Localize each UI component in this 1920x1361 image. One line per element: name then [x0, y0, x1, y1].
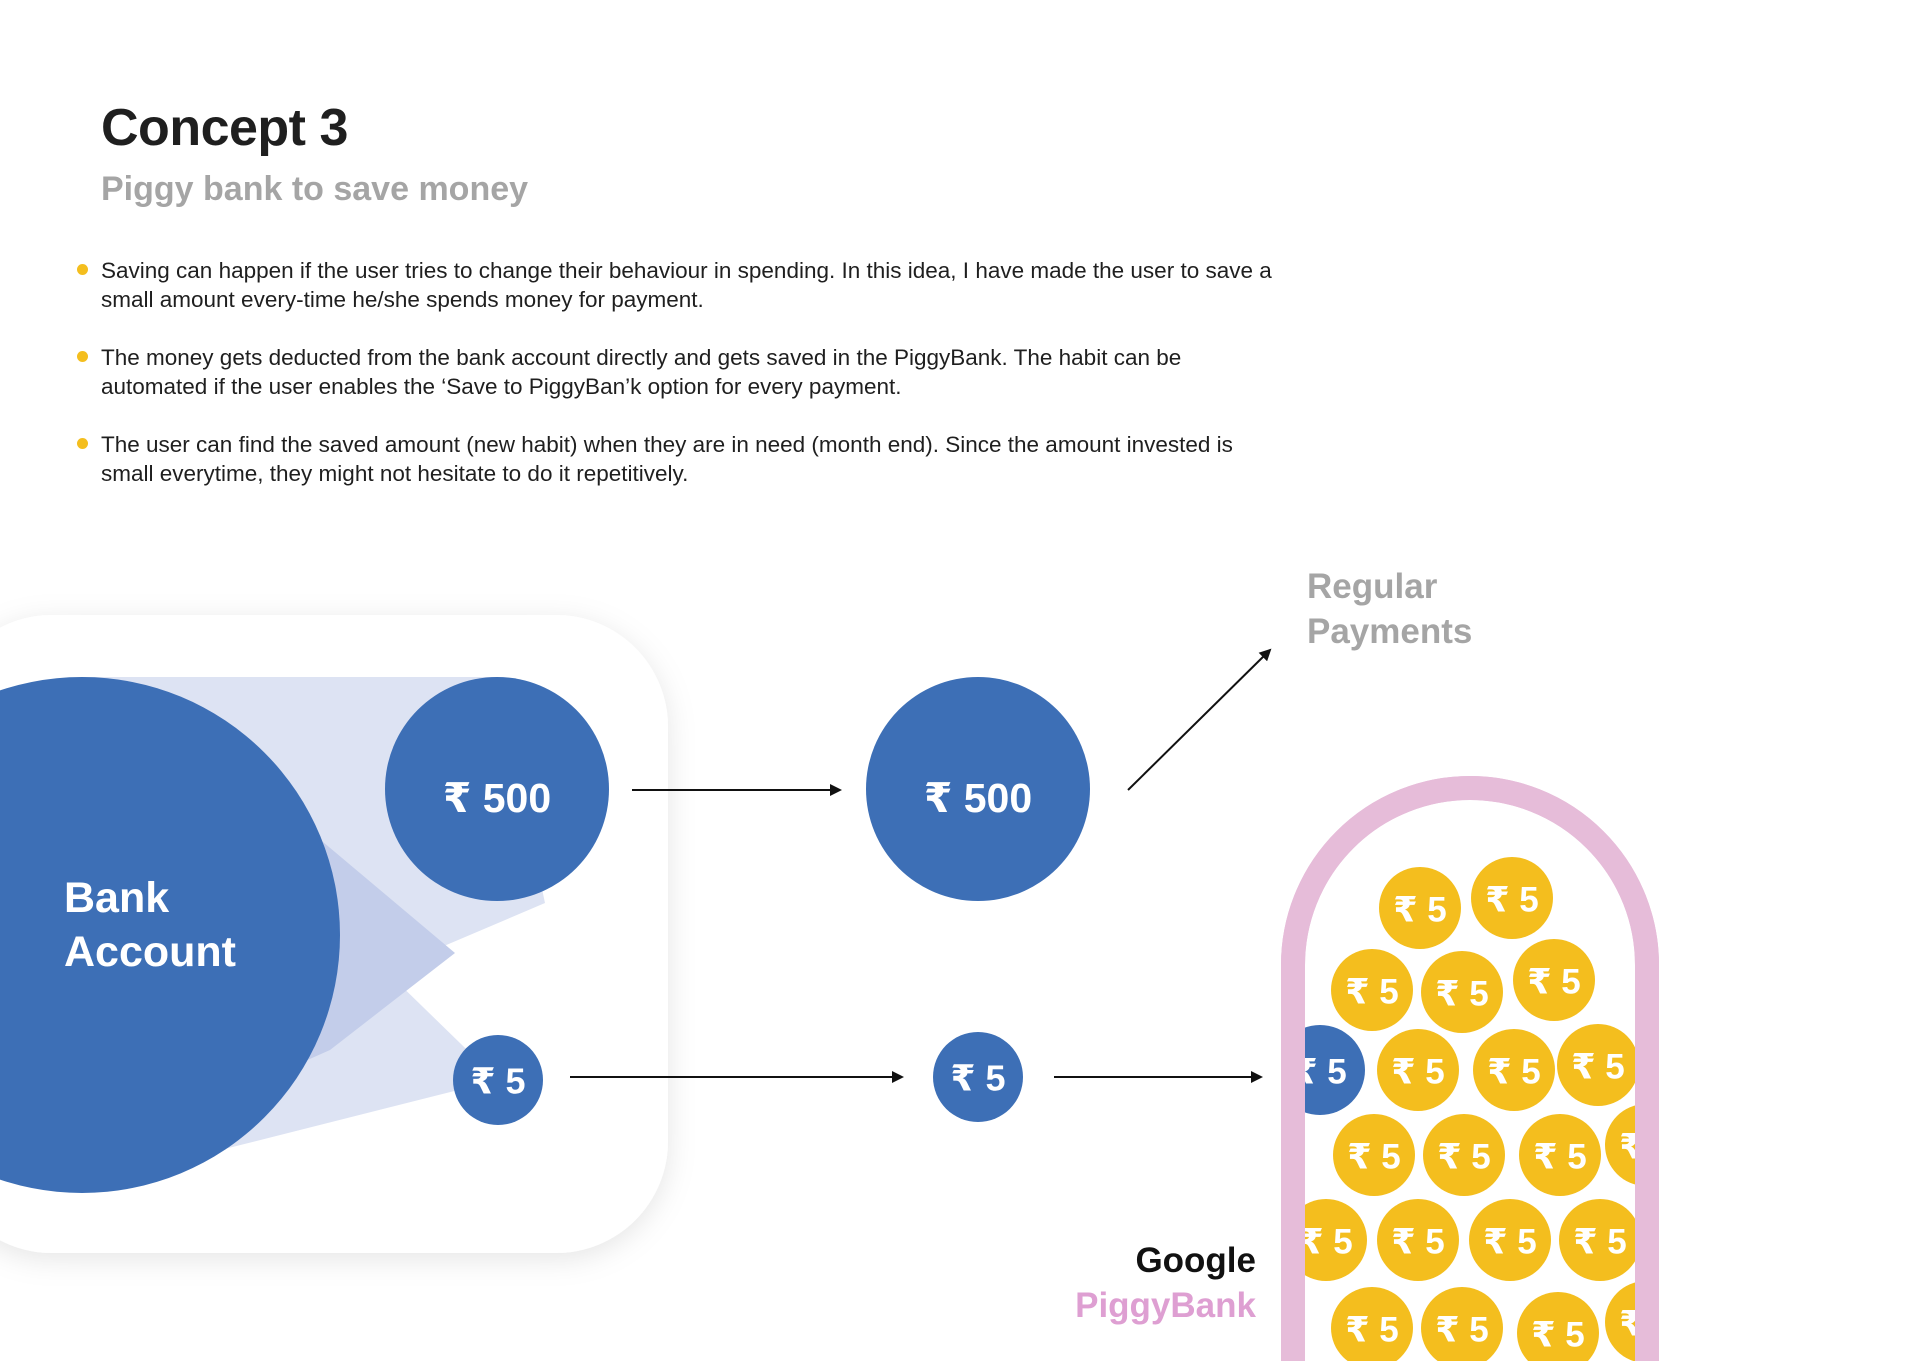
payment-transfer-label: ₹ 500 — [924, 775, 1032, 821]
piggybank-name: PiggyBank — [1075, 1286, 1256, 1325]
bank-label-line1: Bank — [64, 874, 169, 922]
bullet-text: The money gets deducted from the bank ac… — [101, 345, 1182, 399]
coin-label: ₹ 5 — [1435, 1310, 1489, 1349]
coin: ₹ 5 — [1473, 1029, 1555, 1111]
coin: ₹ 5 — [1293, 1199, 1367, 1281]
coin-label: ₹ 5 — [1345, 1310, 1399, 1349]
saving-transfer-label: ₹ 5 — [950, 1058, 1005, 1099]
coin: ₹ 5 — [1421, 1287, 1503, 1361]
saving-transfer-circle — [933, 1032, 1023, 1122]
coin-label: ₹ 5 — [1487, 1052, 1541, 1091]
coin-label: ₹ 5 — [1391, 1222, 1445, 1261]
coin: ₹ 5 — [1557, 1024, 1639, 1106]
regular-payments-line1: Regular — [1307, 567, 1438, 606]
coin-label: ₹ 5 — [1571, 1047, 1625, 1086]
regular-payments-arrow — [1127, 648, 1272, 791]
coin: ₹ 5 — [1331, 1287, 1413, 1361]
page-title: Concept 3 — [101, 99, 348, 157]
saving-amount-circle — [453, 1035, 543, 1125]
coin: ₹ 5 — [1377, 1029, 1459, 1111]
coin-label: ₹ 5 — [1437, 1137, 1491, 1176]
piggybank-brand: Google — [1135, 1241, 1256, 1280]
bullet-text: The user can find the saved amount (new … — [101, 432, 1233, 486]
bullet-item: Saving can happen if the user tries to c… — [77, 256, 1291, 314]
coin: ₹ 5 — [1559, 1199, 1641, 1281]
bullet-list: Saving can happen if the user tries to c… — [77, 256, 1301, 517]
bullet-dot-icon — [77, 351, 88, 362]
coin: ₹ 5 — [1469, 1199, 1551, 1281]
saving-amount-label: ₹ 5 — [470, 1061, 525, 1102]
regular-payments-line2: Payments — [1307, 612, 1472, 651]
piggybank-jar-border — [1281, 776, 1659, 1361]
payment-transfer-circle — [866, 677, 1090, 901]
coin-label: ₹ 5 — [1347, 1137, 1401, 1176]
coin-label: ₹ 5 — [1391, 1052, 1445, 1091]
bullet-text: Saving can happen if the user tries to c… — [101, 258, 1272, 312]
coin-label: ₹ 5 — [1573, 1222, 1627, 1261]
coin: ₹ 5 — [1519, 1114, 1601, 1196]
bullet-item: The user can find the saved amount (new … — [77, 430, 1291, 488]
page-subtitle: Piggy bank to save money — [101, 170, 529, 208]
coin: ₹ 5 — [1331, 949, 1413, 1031]
coin: ₹ 5 — [1423, 1114, 1505, 1196]
bank-account-circle — [0, 677, 340, 1193]
coin-label: ₹ 5 — [1531, 1315, 1585, 1354]
bank-label-line2: Account — [64, 928, 236, 976]
coin-label: ₹ 5 — [1435, 974, 1489, 1013]
coin: ₹ 5 — [1421, 951, 1503, 1033]
coin: ₹ 5 — [1379, 867, 1461, 949]
coin: ₹ 5 — [1333, 1114, 1415, 1196]
coin-label: ₹ 5 — [1485, 880, 1539, 919]
coin: ₹ 5 — [1471, 857, 1553, 939]
coin: ₹ 5 — [1513, 939, 1595, 1021]
payment-amount-circle — [385, 677, 609, 901]
coin-label: ₹ 5 — [1527, 962, 1581, 1001]
bullet-dot-icon — [77, 438, 88, 449]
coin-label: ₹ 5 — [1483, 1222, 1537, 1261]
coin-label: ₹ 5 — [1345, 972, 1399, 1011]
bullet-dot-icon — [77, 264, 88, 275]
coin-label: ₹ 5 — [1533, 1137, 1587, 1176]
payment-amount-label: ₹ 500 — [443, 775, 551, 821]
coin-label: ₹ 5 — [1393, 890, 1447, 929]
coin-label: ₹ 5 — [1299, 1222, 1353, 1261]
bullet-item: The money gets deducted from the bank ac… — [77, 343, 1291, 401]
coin: ₹ 5 — [1377, 1199, 1459, 1281]
coin: ₹ 5 — [1517, 1292, 1599, 1361]
